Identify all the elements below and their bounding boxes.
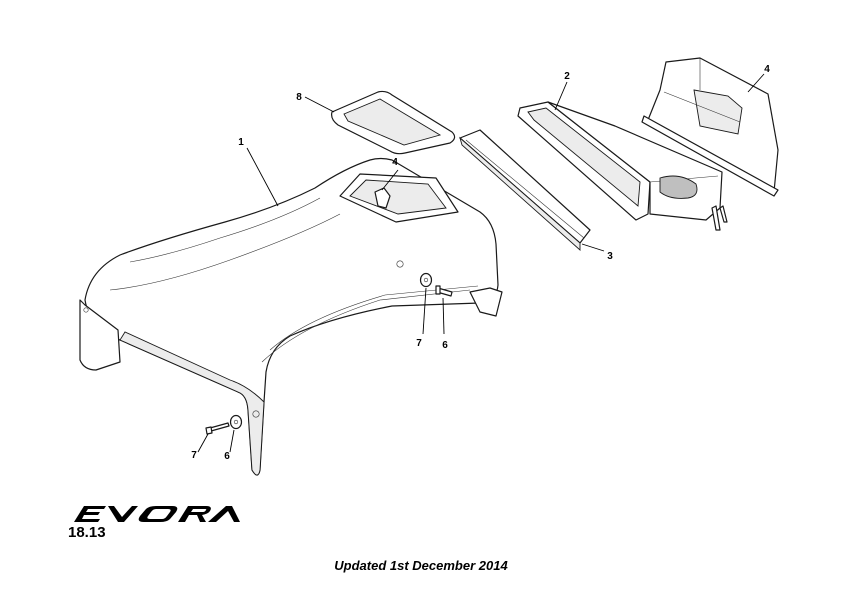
callout-4-cover: 4 [764,64,770,75]
callout-4-clip: 4 [392,157,398,168]
callout-7-left: 7 [191,450,197,461]
part-2-filter-housing [517,101,728,231]
callout-8: 8 [296,92,302,103]
callout-7-right: 7 [416,338,422,349]
callout-1: 1 [238,137,244,148]
washer-screw-right [419,272,453,297]
part-8-gasket [331,90,456,155]
leader-lines [197,73,765,453]
evora-logo [74,506,240,522]
page-number: 18.13 [68,524,106,541]
callout-3: 3 [607,251,613,262]
washer-screw-left [205,414,243,435]
callout-2: 2 [564,71,570,82]
updated-date: Updated 1st December 2014 [334,558,508,573]
part-3-filter [459,129,591,252]
callout-6-left: 6 [224,451,230,462]
callout-6-right: 6 [442,340,448,351]
part-1-housing [79,157,503,476]
part-4-cover [641,57,779,197]
